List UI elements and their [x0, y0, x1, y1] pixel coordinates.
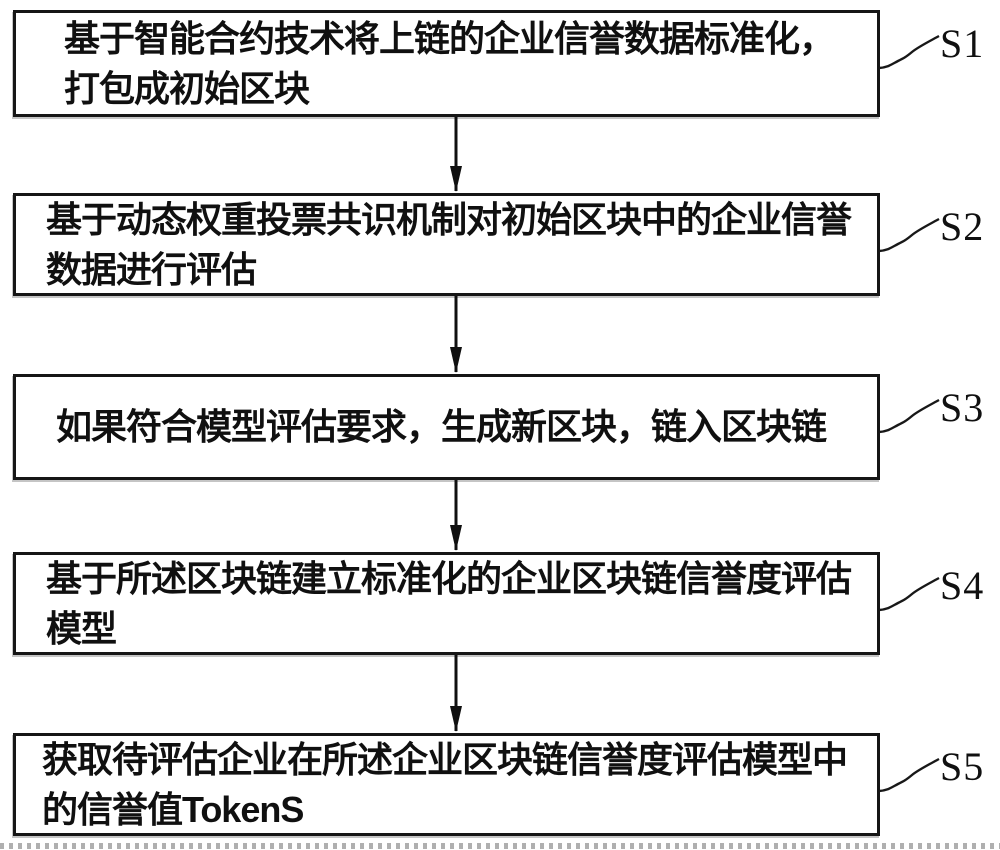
step-label-s5: S5	[940, 744, 985, 789]
step-label-s4: S4	[940, 563, 985, 608]
step-label-s3: S3	[940, 385, 985, 430]
flow-box-text-line: 模型	[46, 607, 117, 649]
label-connector-icon	[878, 217, 940, 253]
label-connector-s4	[878, 574, 942, 614]
flow-box-text-line: 数据进行评估	[46, 248, 257, 290]
label-connector-icon	[878, 398, 940, 434]
flow-arrow-1	[442, 117, 470, 193]
label-connector-s5	[878, 755, 942, 795]
label-connector-icon	[878, 576, 940, 612]
flow-box-text-line: 基于动态权重投票共识机制对初始区块中的企业信誉	[46, 198, 852, 240]
flow-box-text-line: 基于所述区块链建立标准化的企业区块链信誉度评估	[46, 557, 852, 599]
label-connector-s3	[878, 396, 942, 436]
label-connector-s2	[878, 215, 942, 255]
flow-arrow-2	[442, 296, 470, 374]
flow-box-s2: 基于动态权重投票共识机制对初始区块中的企业信誉 数据进行评估	[13, 193, 880, 296]
flow-box-text-line: 基于智能合约技术将上链的企业信誉数据标准化，	[64, 17, 835, 59]
scan-artifact-strip	[0, 843, 1000, 849]
arrow-down-icon	[450, 480, 462, 551]
flow-box-text-line: 获取待评估企业在所述企业区块链信誉度评估模型中	[42, 738, 848, 780]
label-connector-icon	[878, 757, 940, 793]
flow-box-text-line: 如果符合模型评估要求，生成新区块，链入区块链	[56, 406, 827, 447]
flow-box-s5: 获取待评估企业在所述企业区块链信誉度评估模型中 的信誉值TokenS	[13, 733, 880, 836]
arrow-down-icon	[450, 296, 462, 373]
label-connector-s1	[878, 32, 942, 72]
arrow-down-icon	[450, 117, 462, 192]
flow-box-text-line: 的信誉值TokenS	[42, 788, 304, 830]
flow-arrow-3	[442, 480, 470, 552]
flow-box-s4: 基于所述区块链建立标准化的企业区块链信誉度评估 模型	[13, 552, 880, 655]
flow-box-s3: 如果符合模型评估要求，生成新区块，链入区块链	[13, 374, 880, 480]
arrow-down-icon	[450, 655, 462, 732]
flow-box-text-line: 打包成初始区块	[64, 67, 310, 109]
flow-arrow-4	[442, 655, 470, 733]
label-connector-icon	[878, 34, 940, 70]
flow-box-s1: 基于智能合约技术将上链的企业信誉数据标准化， 打包成初始区块	[13, 10, 880, 117]
step-label-s1: S1	[940, 21, 985, 66]
step-label-s2: S2	[940, 204, 985, 249]
